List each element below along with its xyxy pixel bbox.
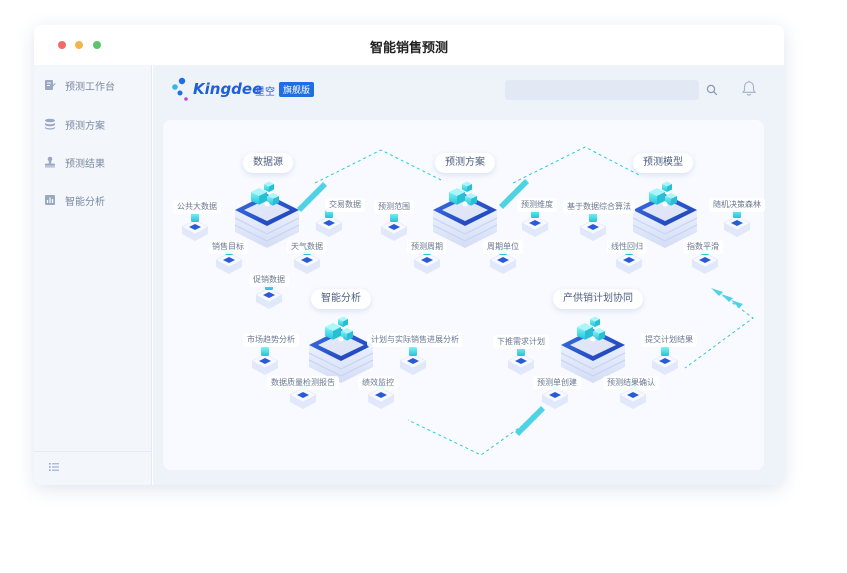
node-label: 预测周期: [407, 240, 447, 254]
brand-name: Kingdee: [193, 80, 263, 98]
node-label: 公共大数据: [173, 200, 221, 214]
title-bar: 智能销售预测: [34, 25, 784, 65]
node-label: 指数平滑: [683, 240, 723, 254]
main-platform: [308, 316, 374, 383]
node-label: 线性回归: [607, 240, 647, 254]
platform-group: [181, 181, 751, 409]
node-label: 计划与实际销售进展分析: [367, 333, 463, 347]
small-node: [380, 213, 408, 241]
sidebar-footer: [34, 451, 152, 485]
kingdee-logo-icon: [172, 77, 188, 101]
search-icon[interactable]: [706, 84, 718, 96]
sidebar-item-plan[interactable]: 预测方案: [44, 113, 144, 135]
sidebar-item-workbench[interactable]: 预测工作台: [44, 74, 144, 96]
edition-badge: 旗舰版: [279, 82, 315, 97]
small-node: [507, 347, 535, 375]
node-label: 交易数据: [325, 198, 365, 212]
maximize-window-button[interactable]: [93, 41, 101, 49]
small-node: [691, 246, 719, 274]
bell-icon[interactable]: [741, 80, 757, 97]
node-label: 数据质量检测报告: [267, 376, 339, 390]
sidebar-item-label: 智能分析: [65, 196, 105, 208]
sidebar-item-label: 预测结果: [65, 158, 105, 170]
node-label: 周期单位: [483, 240, 523, 254]
sidebar-item-label: 预测方案: [65, 120, 105, 132]
node-label: 预测结果确认: [603, 376, 659, 390]
node-label: 市场趋势分析: [243, 333, 299, 347]
stage-title-collaboration: 产供销计划协同: [553, 289, 643, 309]
small-node: [619, 381, 647, 409]
node-label: 提交计划结果: [641, 333, 697, 347]
node-label: 预测单创建: [533, 376, 581, 390]
small-node: [399, 347, 427, 375]
small-node: [251, 347, 279, 375]
diagram-graphics: [181, 146, 754, 456]
main-platform: [632, 181, 698, 248]
stage-title-analysis: 智能分析: [311, 289, 371, 309]
stamp-icon: [45, 156, 55, 168]
small-node: [579, 213, 607, 241]
small-node: [289, 381, 317, 409]
sidebar-item-label: 预测工作台: [65, 81, 115, 93]
analysis-icon: [45, 195, 55, 205]
flow-arrows: [297, 179, 743, 436]
sidebar-item-analysis[interactable]: 智能分析: [44, 189, 144, 211]
node-label: 预测范围: [374, 200, 414, 214]
small-node: [723, 209, 751, 237]
sidebar: 预测工作台 预测方案 预测结果 智能分析: [34, 65, 152, 485]
small-node: [181, 213, 209, 241]
node-label: 基于数据综合算法: [563, 200, 635, 214]
main-platform: [234, 181, 300, 248]
workflow-diagram: 数据源 预测方案 预测模型 智能分析 产供销计划协同 公共大数据 交易数据 销售…: [163, 120, 765, 470]
minimize-window-button[interactable]: [75, 41, 83, 49]
node-label: 绩效监控: [358, 376, 398, 390]
stage-title-model: 预测模型: [633, 153, 693, 173]
database-icon: [45, 118, 55, 130]
node-label: 天气数据: [287, 240, 327, 254]
header: Kingdee 星空 旗舰版: [153, 65, 784, 115]
workbench-icon: [45, 80, 56, 90]
node-label: 销售目标: [208, 240, 248, 254]
close-window-button[interactable]: [58, 41, 66, 49]
node-label: 随机决策森林: [709, 198, 765, 212]
search-input[interactable]: [505, 80, 699, 100]
node-label: 促销数据: [249, 273, 289, 287]
app-window: 智能销售预测 预测工作台 预测方案: [34, 25, 784, 485]
window-title: 智能销售预测: [369, 41, 448, 56]
small-node: [521, 209, 549, 237]
stage-title-plan: 预测方案: [435, 153, 495, 173]
stage-title-data-source: 数据源: [243, 153, 293, 173]
sidebar-item-result[interactable]: 预测结果: [44, 151, 144, 173]
main-platform: [432, 181, 498, 248]
main-platform: [560, 316, 626, 383]
small-node: [315, 209, 343, 237]
small-node: [651, 347, 679, 375]
main-area: Kingdee 星空 旗舰版: [153, 65, 784, 485]
list-icon[interactable]: [48, 461, 60, 473]
node-label: 预测维度: [517, 198, 557, 212]
brand-product: 星空: [255, 87, 275, 98]
node-label: 下推需求计划: [493, 335, 549, 349]
